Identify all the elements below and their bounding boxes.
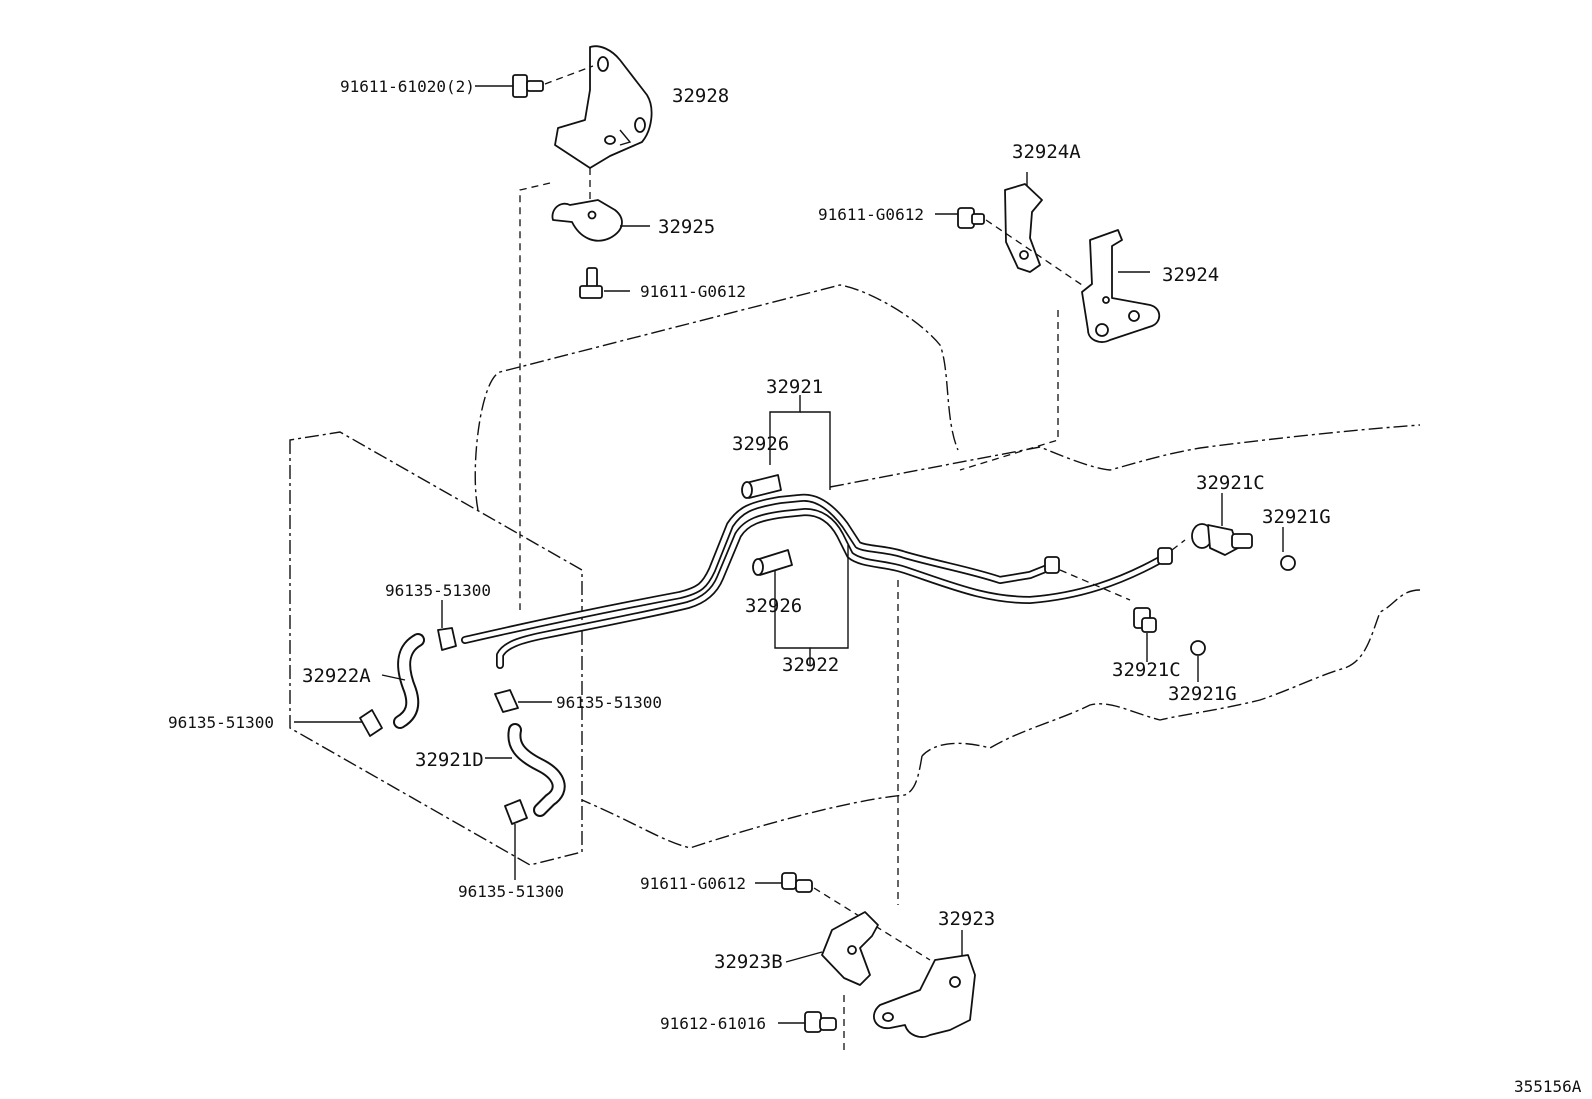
sleeve-32926-top — [741, 474, 782, 499]
bolt-91611-G0612-right — [935, 207, 1083, 286]
label-32922: 32922 — [782, 654, 839, 676]
bolt-91611-G0612-top — [579, 267, 630, 299]
label-32921G-bottom: 32921G — [1168, 683, 1237, 705]
bracket-32924 — [1081, 229, 1161, 343]
label-32921C-top: 32921C — [1196, 472, 1265, 494]
hose-32921D — [485, 723, 566, 817]
vehicle-outline — [289, 182, 1421, 1050]
reference-code: 355156A — [1514, 1077, 1582, 1096]
clamp-96135-bottom — [504, 799, 528, 880]
label-91611-61020: 91611-61020(2) — [340, 77, 475, 96]
bracket-32928 — [554, 45, 653, 169]
label-91611-G0612-top: 91611-G0612 — [640, 282, 746, 301]
label-32921G-top: 32921G — [1262, 506, 1331, 528]
label-96135-left: 96135-51300 — [168, 713, 274, 732]
clamp-96135-upper — [437, 600, 457, 651]
label-32926-top: 32926 — [732, 433, 789, 455]
pipe-assembly — [461, 493, 1186, 669]
clamp-96135-mid — [494, 689, 552, 713]
label-91611-G0612-right: 91611-G0612 — [818, 205, 924, 224]
union-32921C-top — [1191, 493, 1253, 556]
label-96135-upper: 96135-51300 — [385, 581, 491, 600]
label-96135-mid: 96135-51300 — [556, 693, 662, 712]
label-96135-bottom: 96135-51300 — [458, 882, 564, 901]
label-32926-bottom: 32926 — [745, 595, 802, 617]
label-32923B: 32923B — [714, 951, 783, 973]
label-32924A: 32924A — [1012, 141, 1081, 163]
bracket-32923B — [785, 911, 879, 986]
label-91612-61016: 91612-61016 — [660, 1014, 766, 1033]
label-32921D: 32921D — [415, 749, 484, 771]
oring-32921G-bottom — [1190, 640, 1206, 682]
part-labels: 91611-61020(2) 32928 32925 91611-G0612 3… — [168, 77, 1582, 1096]
label-32922A: 32922A — [302, 665, 371, 687]
label-32921C-bottom: 32921C — [1112, 659, 1181, 681]
label-32921: 32921 — [766, 376, 823, 398]
bolt-91611-G0612-bottom — [755, 872, 931, 961]
clamp-96135-left — [294, 709, 383, 737]
bolt-91611-61020 — [475, 65, 594, 98]
label-32925: 32925 — [658, 216, 715, 238]
label-32923: 32923 — [938, 908, 995, 930]
sleeve-32926-bottom — [752, 549, 793, 576]
union-32921C-bottom — [1133, 607, 1157, 662]
oring-32921G-top — [1280, 527, 1296, 571]
label-91611-G0612-bottom: 91611-G0612 — [640, 874, 746, 893]
pipe-label-brackets — [769, 395, 849, 665]
clamp-32925 — [551, 199, 650, 242]
bracket-32923 — [873, 930, 976, 1038]
bolt-91612-61016 — [778, 1011, 837, 1033]
label-32928: 32928 — [672, 85, 729, 107]
label-32924: 32924 — [1162, 264, 1219, 286]
bracket-32924A — [1004, 172, 1043, 273]
hose-32922A — [381, 633, 425, 729]
